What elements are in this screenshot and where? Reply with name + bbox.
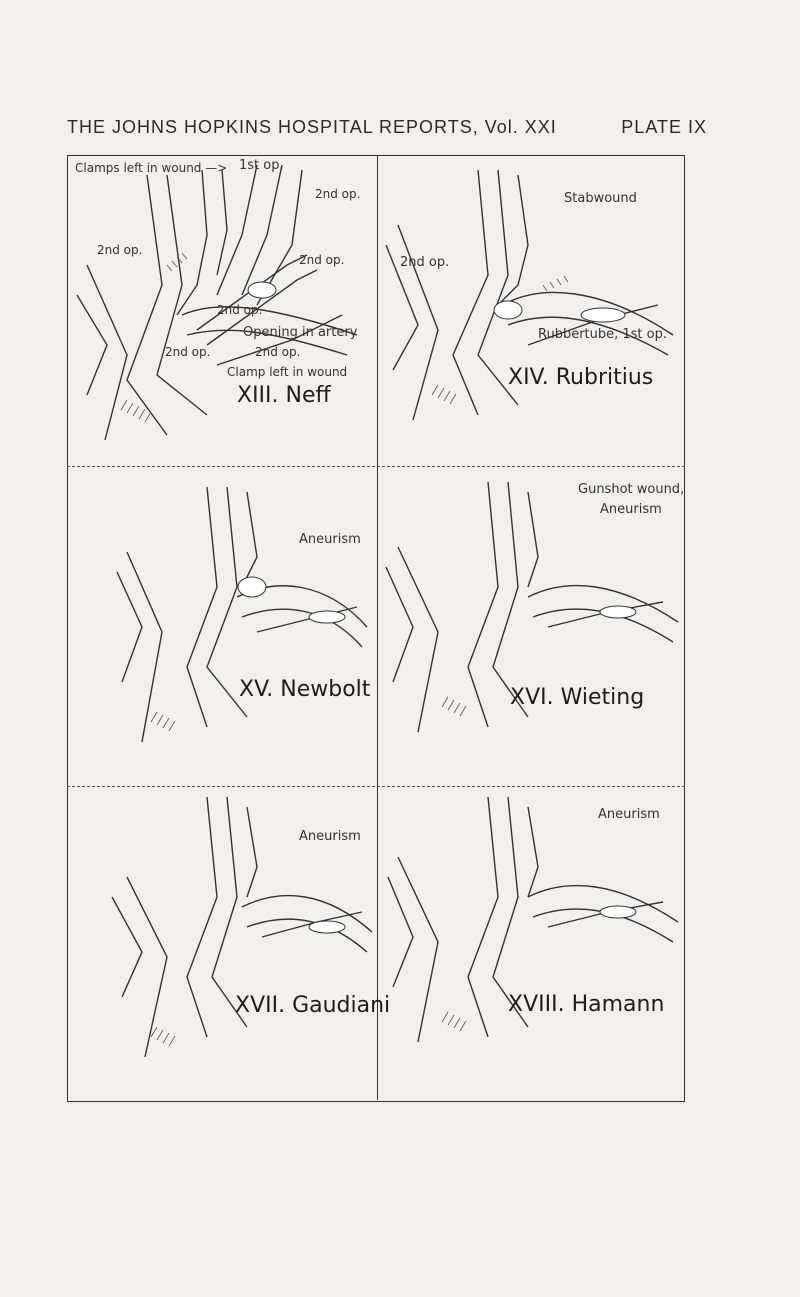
- row-divider-2: [67, 786, 685, 787]
- label-2nd-op-left: 2nd op.: [97, 243, 143, 257]
- vessel-illustration: [116, 486, 368, 743]
- label-opening-artery: Opening in artery: [243, 325, 358, 340]
- panel-xiii-neff: Clamps left in wound —> 1st op. 2nd op. …: [67, 155, 377, 466]
- column-divider: [377, 155, 378, 1100]
- case-title: XIII. Neff: [237, 383, 331, 408]
- label-stabwound: Stabwound: [564, 191, 637, 206]
- label-2nd-op-low-left: 2nd op.: [165, 345, 211, 359]
- label-rubbertube: Rubbertube, 1st op.: [538, 327, 667, 342]
- plate-frame: [67, 155, 685, 1102]
- row-divider-1: [67, 466, 685, 467]
- panel-xiv-rubritius: Stabwound 2nd op. Rubbertube, 1st op. XI…: [378, 155, 683, 466]
- vessel-illustration: [76, 164, 358, 441]
- label-2nd-op-top: 2nd op.: [315, 187, 361, 201]
- vessel-illustration: [111, 796, 373, 1058]
- label-gunshot: Gunshot wound,: [578, 482, 685, 497]
- label-2nd-op: 2nd op.: [400, 255, 450, 270]
- label-2nd-op-right: 2nd op.: [299, 253, 345, 267]
- panel-xviii-hamann: Aneurism XVIII. Hamann: [378, 787, 683, 1100]
- label-2nd-op-low: 2nd op.: [255, 345, 301, 359]
- label-1st-op: 1st op.: [239, 158, 284, 173]
- journal-title: THE JOHNS HOPKINS HOSPITAL REPORTS, Vol.…: [67, 117, 557, 137]
- case-title: XVIII. Hamann: [508, 992, 665, 1017]
- panel-xvi-wieting: Gunshot wound, Aneurism XVI. Wieting: [378, 467, 685, 786]
- case-title: XVII. Gaudiani: [235, 993, 391, 1018]
- vessel-illustration: [387, 796, 679, 1043]
- vessel-illustration: [385, 169, 674, 421]
- label-aneurism: Aneurism: [299, 829, 361, 844]
- plate-number: PLATE IX: [621, 117, 707, 137]
- label-clamp-left: Clamp left in wound: [227, 365, 348, 379]
- label-2nd-op-mid: 2nd op.: [217, 303, 263, 317]
- case-title: XIV. Rubritius: [508, 365, 654, 390]
- page-header: THE JOHNS HOPKINS HOSPITAL REPORTS, Vol.…: [67, 117, 707, 141]
- case-title: XV. Newbolt: [239, 677, 371, 702]
- label-aneurism: Aneurism: [299, 532, 361, 547]
- panel-xvii-gaudiani: Aneurism XVII. Gaudiani: [67, 787, 390, 1100]
- label-clamps: Clamps left in wound —>: [75, 161, 228, 175]
- vessel-illustration: [385, 481, 679, 733]
- label-aneurism: Aneurism: [600, 502, 662, 517]
- case-title: XVI. Wieting: [510, 685, 645, 710]
- panel-xv-newbolt: Aneurism XV. Newbolt: [67, 467, 377, 786]
- label-aneurism: Aneurism: [598, 807, 660, 822]
